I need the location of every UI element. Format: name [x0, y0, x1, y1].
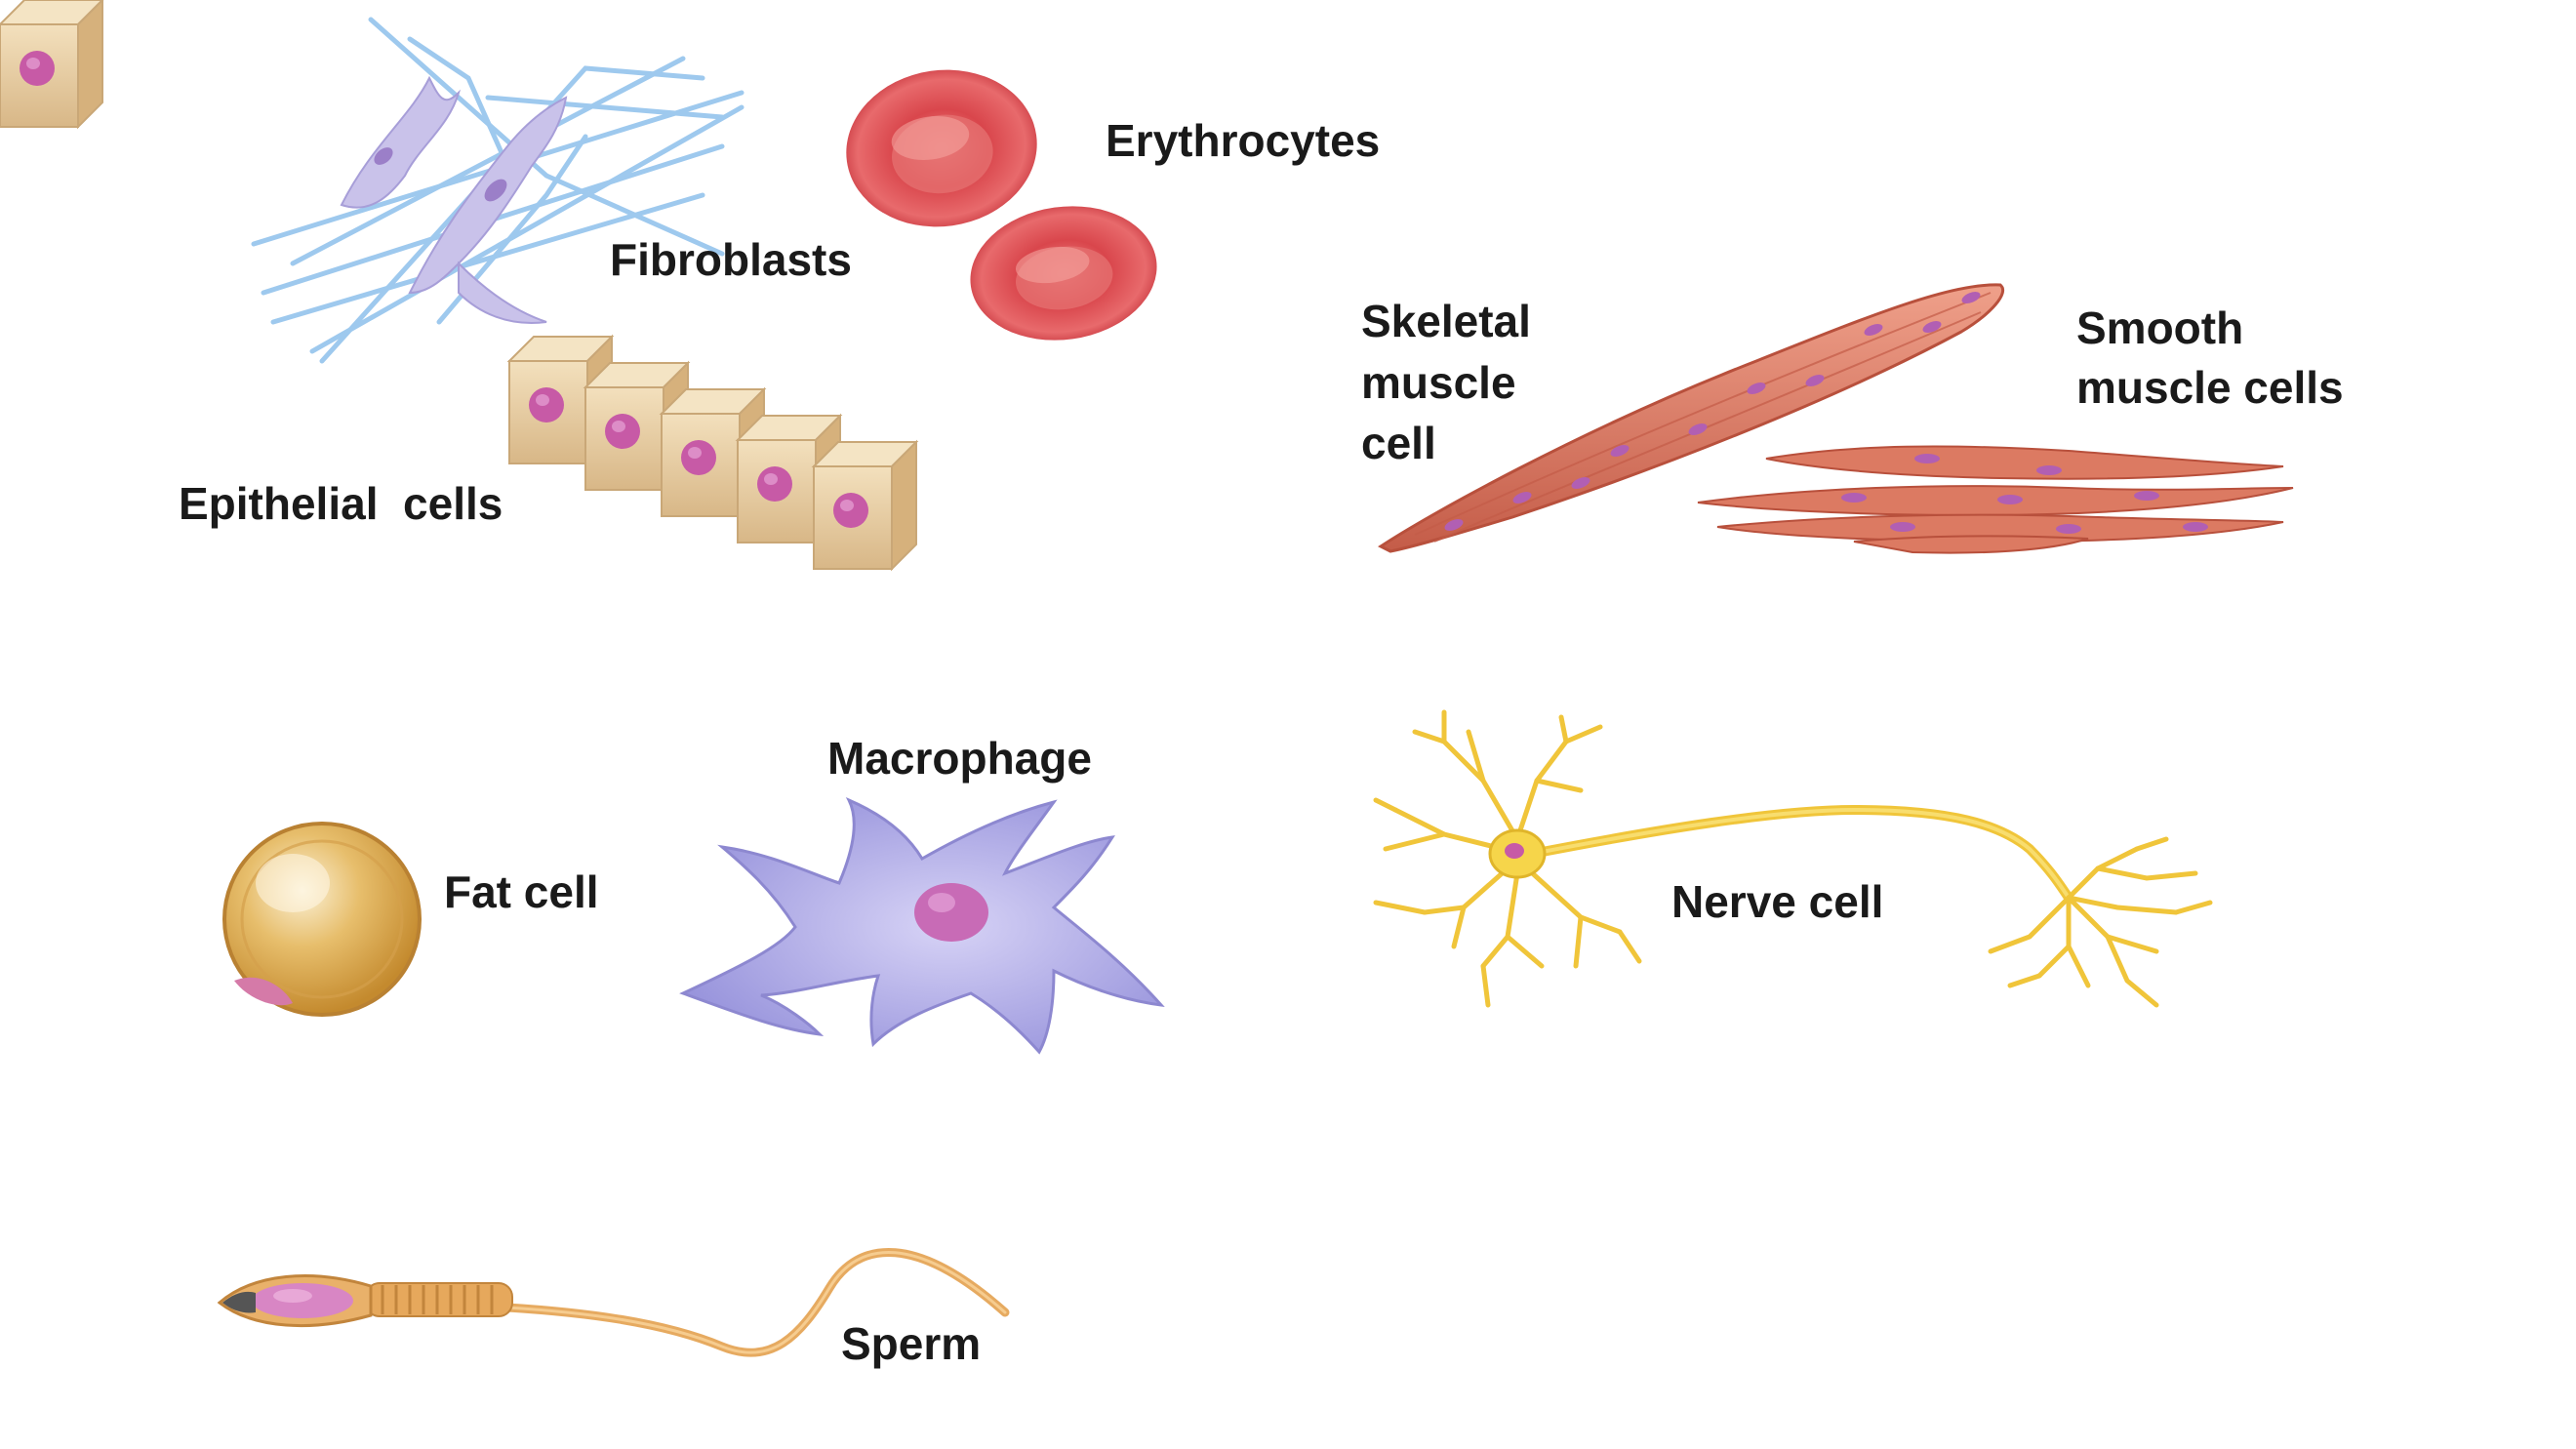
- label-nerve-cell: Nerve cell: [1671, 876, 1883, 927]
- erythrocytes-illustration: [846, 69, 1157, 341]
- label-sperm: Sperm: [841, 1318, 981, 1369]
- label-erythrocytes: Erythrocytes: [1106, 115, 1380, 166]
- epithelial-cells-illustration: [0, 0, 917, 570]
- label-skeletal-line-2: muscle: [1361, 357, 1516, 408]
- label-skeletal-line-3: cell: [1361, 418, 1436, 468]
- skeletal-muscle-illustration: [1378, 283, 2004, 553]
- label-macrophage: Macrophage: [827, 733, 1092, 784]
- fibroblasts-illustration: [251, 17, 745, 364]
- label-smooth-line-2: muscle cells: [2076, 362, 2344, 413]
- label-skeletal-line-1: Skeletal: [1361, 296, 1531, 346]
- label-fat-cell: Fat cell: [444, 866, 599, 917]
- nerve-cell-illustration: [1373, 709, 2213, 1008]
- label-smooth-line-1: Smooth: [2076, 302, 2243, 353]
- label-fibroblasts: Fibroblasts: [610, 234, 852, 285]
- macrophage-illustration: [679, 797, 1165, 1055]
- fat-cell-illustration: [222, 822, 422, 1017]
- smooth-muscle-illustration: [1697, 445, 2294, 554]
- sperm-illustration: [217, 1248, 1010, 1357]
- label-epithelial-cells: Epithelial cells: [179, 478, 503, 529]
